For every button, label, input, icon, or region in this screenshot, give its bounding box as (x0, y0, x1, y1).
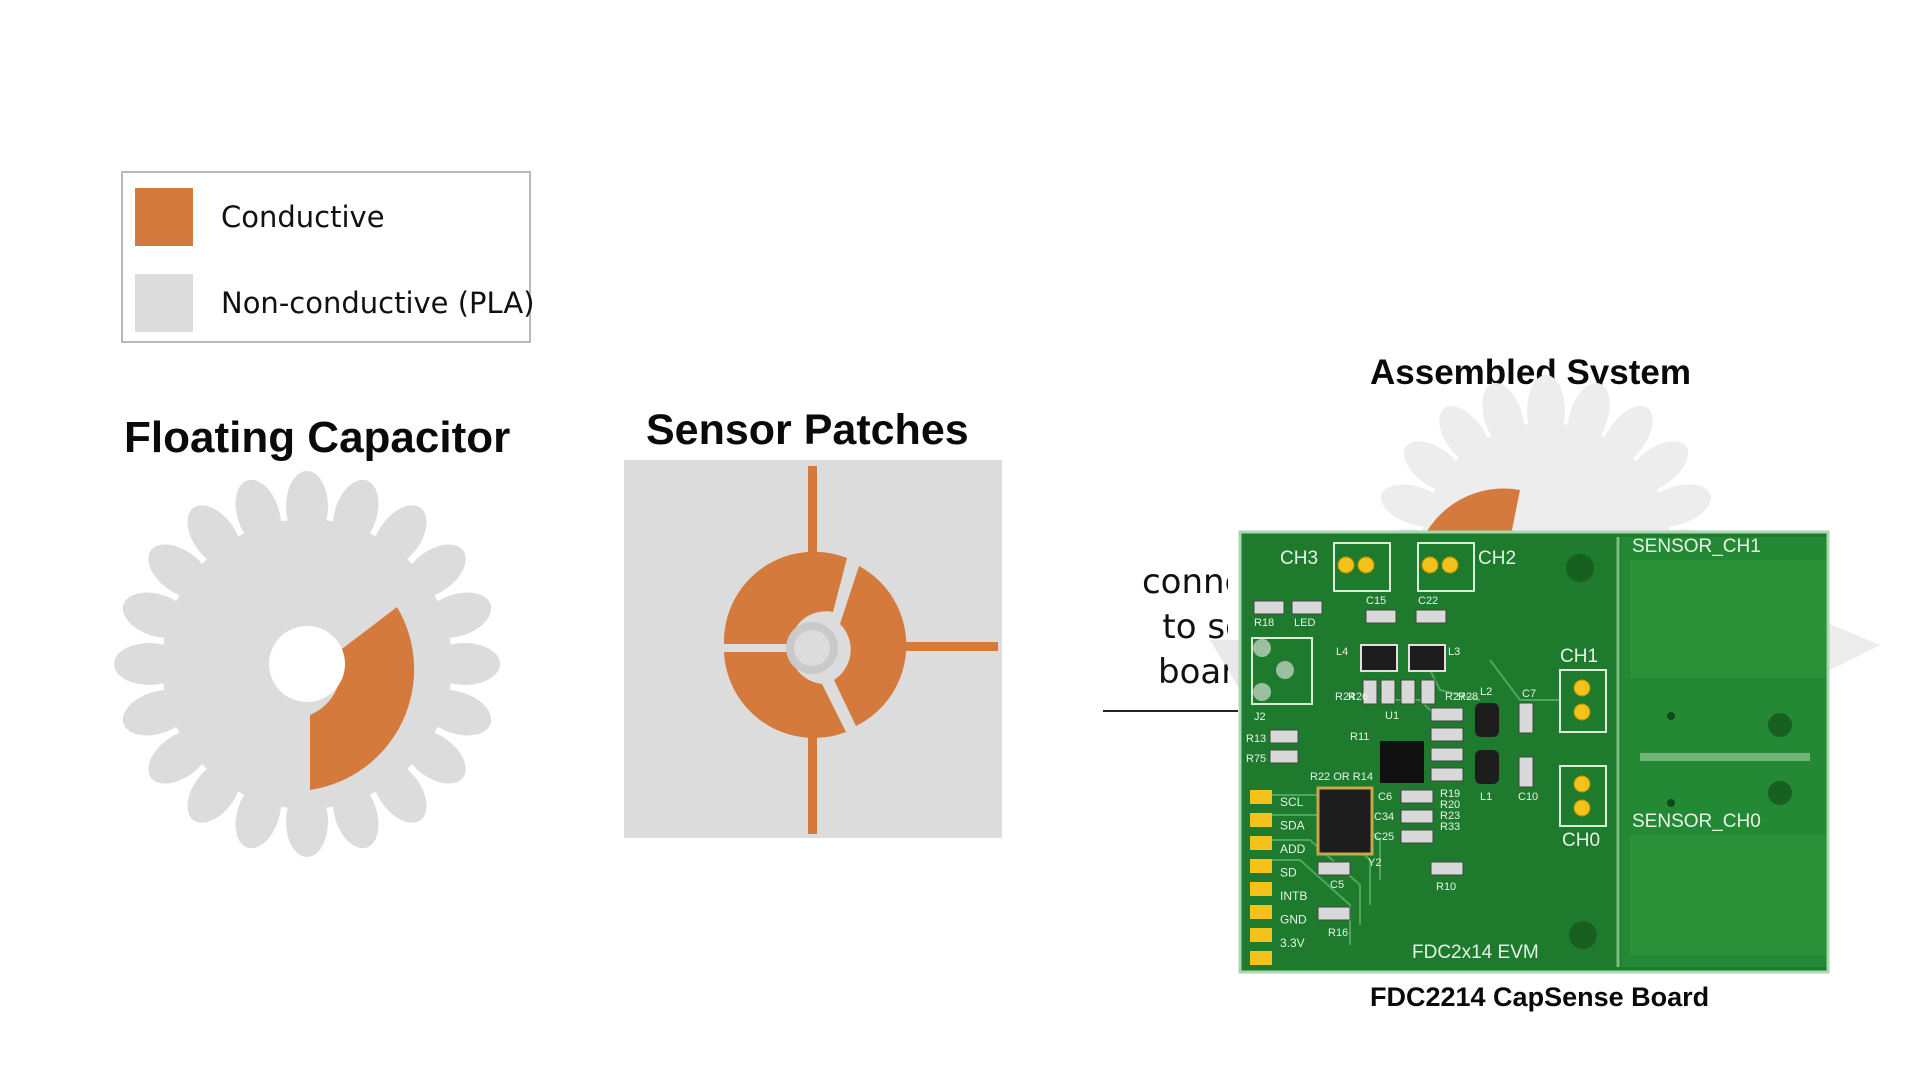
assembled-system-title: Assembled System (1370, 353, 1691, 392)
component-label-u1: U1 (1385, 710, 1399, 722)
pin-label-gnd: GND (1280, 913, 1307, 927)
component-label-r11: R11 (1350, 731, 1369, 743)
component-label-r22orr14: R22 OR R14 (1310, 771, 1373, 783)
patch-lead-bottom (808, 720, 817, 834)
component-label-c25: C25 (1374, 831, 1394, 843)
connector-text-line3: board (1158, 652, 1228, 692)
component-label-r10: R10 (1436, 881, 1456, 893)
floating-capacitor-gear (114, 471, 500, 857)
patch-segment-bottom (724, 652, 846, 738)
component-label-c10: C10 (1518, 791, 1538, 803)
pcb-board (1238, 530, 1830, 974)
component-label-r16: R16 (1328, 927, 1348, 939)
ch3-label: CH3 (1280, 548, 1318, 569)
component-label-r20: R20 (1440, 799, 1460, 811)
component-label-c5: C5 (1330, 879, 1344, 891)
legend-item-conductive: Conductive (135, 188, 385, 246)
component-label-l4: L4 (1336, 646, 1348, 658)
sensor-patches-title: Sensor Patches (646, 406, 969, 454)
board-name-label: FDC2x14 EVM (1412, 942, 1539, 963)
patch-segment-top (723, 551, 847, 644)
pin-label-intb: INTB (1280, 889, 1307, 903)
patch-lead-top (808, 466, 817, 576)
pin-label-sda: SDA (1280, 819, 1305, 833)
connector-text-line1: connected (1141, 562, 1228, 602)
component-label-c22: C22 (1418, 595, 1438, 607)
component-label-c34: C34 (1374, 811, 1394, 823)
pin-label-sd: SD (1280, 866, 1297, 880)
ch0-label: CH0 (1562, 830, 1600, 851)
component-label-l2: L2 (1480, 686, 1492, 698)
sensor-ch1-label: SENSOR_CH1 (1632, 536, 1761, 557)
floating-capacitor-title: Floating Capacitor (124, 413, 511, 462)
component-label-r28: R28 (1458, 691, 1478, 703)
pin-label-add: ADD (1280, 842, 1306, 856)
legend-label: Conductive (221, 200, 385, 234)
component-label-r13: R13 (1246, 733, 1266, 745)
component-label-r33: R33 (1440, 821, 1460, 833)
nonconductive-swatch (135, 274, 193, 332)
patch-segment-right (834, 566, 907, 726)
legend-label: Non-conductive (PLA) (221, 286, 535, 320)
conductive-segment (310, 607, 415, 790)
legend-item-nonconductive: Non-conductive (PLA) (135, 274, 535, 332)
sensor-ch0-label: SENSOR_CH0 (1632, 811, 1761, 832)
component-label-c6: C6 (1378, 791, 1392, 803)
component-label-c15: C15 (1366, 595, 1386, 607)
component-label-r27: R27 (1445, 691, 1465, 703)
component-label-r26: R26 (1348, 691, 1368, 703)
legend: Conductive Non-conductive (PLA) (121, 171, 535, 343)
component-label-l1: L1 (1480, 791, 1492, 803)
pin-label-scl: SCL (1280, 795, 1304, 809)
component-label-y2: Y2 (1368, 857, 1381, 869)
sensor-patch-board (624, 460, 1002, 838)
component-label-c7: C7 (1522, 688, 1536, 700)
ch2-label: CH2 (1478, 548, 1516, 569)
component-label-r18: R18 (1254, 617, 1274, 629)
component-label-r23: R23 (1440, 810, 1460, 822)
conductive-swatch (135, 188, 193, 246)
patch-lead-right (895, 642, 998, 651)
pin-label-33v: 3.3V (1280, 936, 1305, 950)
pointer-arrow (1820, 620, 1880, 675)
component-label-r19: R19 (1440, 788, 1460, 800)
connector-text-line2: to sensor (1162, 607, 1228, 647)
connector-note: connected to sensor board (1080, 560, 1228, 710)
ch1-label: CH1 (1560, 646, 1598, 667)
component-label-l3: L3 (1448, 646, 1460, 658)
board-caption: FDC2214 CapSense Board (1370, 982, 1710, 1012)
component-label-j2: J2 (1254, 711, 1266, 723)
component-label-led: LED (1294, 617, 1315, 629)
component-label-r24: R24 (1335, 691, 1355, 703)
component-label-r75: R75 (1246, 753, 1266, 765)
